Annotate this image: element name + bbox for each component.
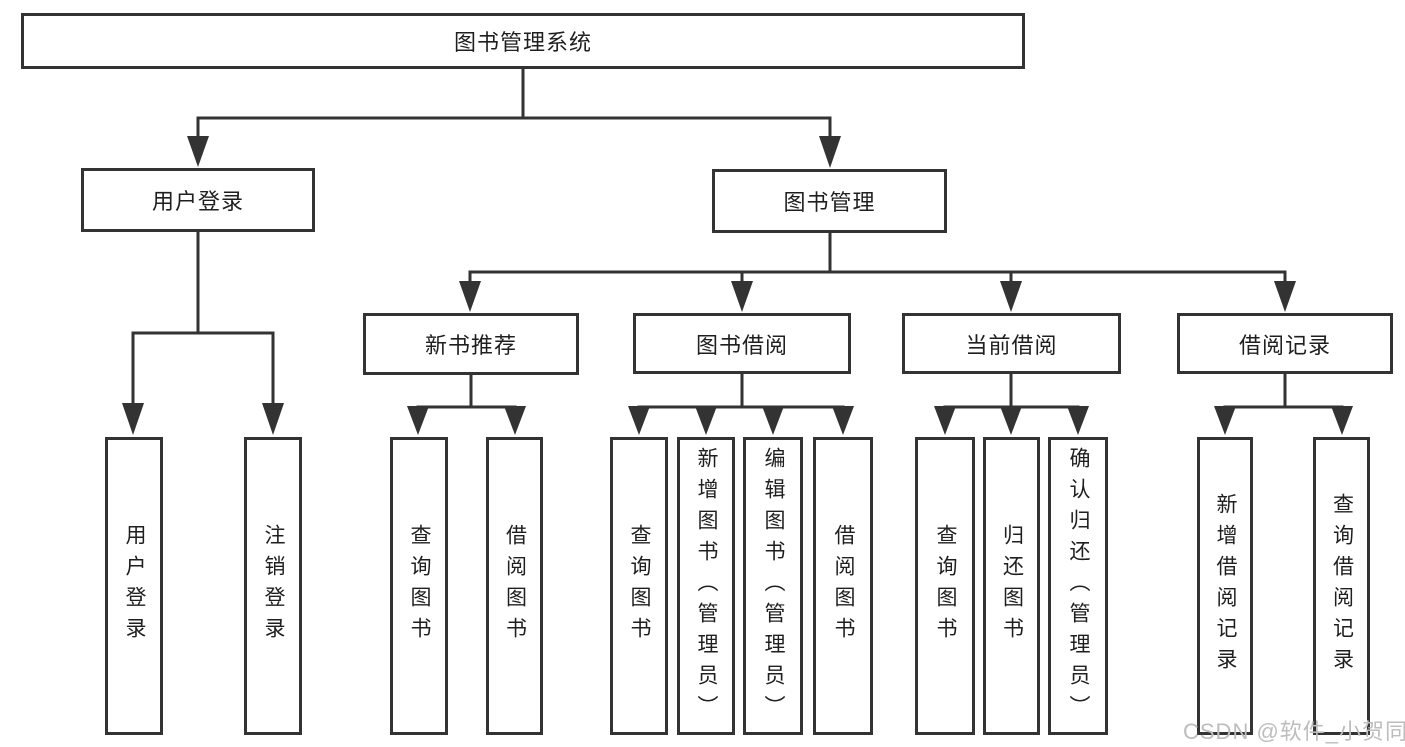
node-book-borrowing: 图书借阅 xyxy=(633,313,851,374)
leaf-label: 查询图书 xyxy=(934,524,957,648)
leaf-logout: 注销登录 xyxy=(244,437,302,735)
node-label: 用户登录 xyxy=(151,189,244,214)
leaf-query-borrow-record: 查询借阅记录 xyxy=(1313,437,1370,735)
leaf-query-books-current: 查询图书 xyxy=(915,437,975,735)
node-current-borrowing: 当前借阅 xyxy=(902,313,1121,374)
leaf-return-books: 归还图书 xyxy=(983,437,1040,735)
leaf-label: 编辑图书（管理员） xyxy=(762,446,785,726)
csdn-watermark: CSDN @软件_小贺同学 xyxy=(1183,719,1405,744)
node-label: 图书管理 xyxy=(783,190,876,215)
leaf-label: 查询借阅记录 xyxy=(1330,493,1354,679)
node-label: 借阅记录 xyxy=(1238,332,1331,358)
node-root-library-management-system: 图书管理系统 xyxy=(21,13,1025,69)
node-label: 图书借阅 xyxy=(695,332,788,358)
leaf-edit-books-admin: 编辑图书（管理员） xyxy=(743,437,803,735)
node-user-login: 用户登录 xyxy=(81,168,315,232)
leaf-label: 借阅图书 xyxy=(503,524,527,648)
leaf-label: 查询图书 xyxy=(408,524,431,648)
leaf-query-books-recommend: 查询图书 xyxy=(390,437,448,735)
node-label: 新书推荐 xyxy=(424,333,517,358)
node-book-management: 图书管理 xyxy=(712,169,947,233)
leaf-label: 借阅图书 xyxy=(832,524,855,648)
leaf-add-books-admin: 新增图书（管理员） xyxy=(677,437,735,735)
node-borrowing-records: 借阅记录 xyxy=(1177,313,1393,374)
leaf-label: 确认归还（管理员） xyxy=(1067,446,1090,726)
node-new-book-recommendation: 新书推荐 xyxy=(363,313,579,375)
leaf-label: 用户登录 xyxy=(123,524,146,648)
leaf-borrow-books: 借阅图书 xyxy=(813,437,873,735)
leaf-label: 查询图书 xyxy=(628,524,651,648)
leaf-confirm-return-admin: 确认归还（管理员） xyxy=(1048,437,1108,735)
node-label: 图书管理系统 xyxy=(453,30,592,55)
leaf-borrow-books-recommend: 借阅图书 xyxy=(486,437,543,735)
leaf-add-borrow-record: 新增借阅记录 xyxy=(1197,437,1253,735)
leaf-label: 新增借阅记录 xyxy=(1214,493,1237,679)
leaf-label: 注销登录 xyxy=(262,524,285,648)
leaf-user-login: 用户登录 xyxy=(105,437,163,735)
leaf-label: 归还图书 xyxy=(1000,524,1024,648)
arrowheads xyxy=(122,136,1353,435)
node-label: 当前借阅 xyxy=(965,332,1058,358)
leaf-label: 新增图书（管理员） xyxy=(695,446,718,726)
leaf-query-books-borrow: 查询图书 xyxy=(610,437,668,735)
